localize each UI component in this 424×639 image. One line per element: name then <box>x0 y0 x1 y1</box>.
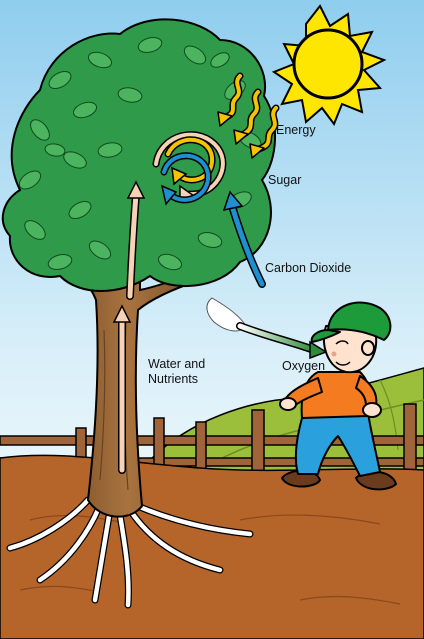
label-water-nutrients: Water and Nutrients <box>148 357 205 387</box>
label-sugar: Sugar <box>268 173 301 188</box>
label-oxygen: Oxygen <box>282 359 325 374</box>
label-water-line1: Water and <box>148 357 205 372</box>
label-energy: Energy <box>276 123 316 138</box>
label-carbon-dioxide: Carbon Dioxide <box>265 261 351 276</box>
label-water-line2: Nutrients <box>148 372 205 387</box>
